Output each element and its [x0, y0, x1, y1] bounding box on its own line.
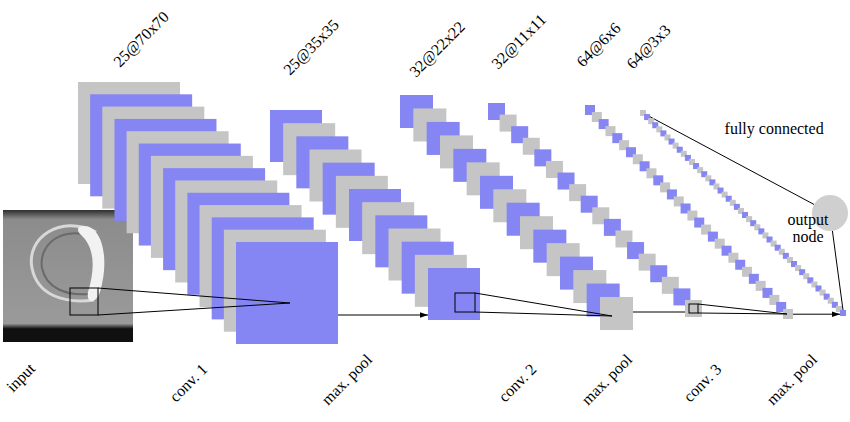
- layer-label: max. pool: [764, 351, 821, 408]
- feature-map: 25@35x35: [428, 268, 480, 320]
- layer-size-label: 64@3x3: [624, 22, 674, 72]
- layer-label: input: [4, 360, 39, 395]
- layer-label: conv. 3: [681, 361, 725, 405]
- feature-map-stack: [400, 95, 633, 330]
- input-image: [3, 210, 133, 342]
- connector: [338, 315, 428, 316]
- feature-map-stack: [270, 110, 480, 320]
- cell-shadow: [42, 233, 93, 294]
- connector: [643, 113, 843, 313]
- feature-map-layer: [600, 297, 633, 330]
- fully-connected-line: [832, 231, 843, 310]
- projection-line: [698, 304, 787, 314]
- image-ground: [3, 210, 133, 342]
- layer-label: conv. 2: [496, 361, 540, 405]
- layer-label: conv. 1: [167, 361, 211, 405]
- projection-line: [98, 303, 290, 315]
- feature-map-layer: [428, 268, 480, 320]
- feature-map-stack: [78, 82, 338, 344]
- feature-map-stacks: [78, 82, 846, 344]
- layer-size-label: 25@70x70: [111, 9, 172, 70]
- feature-map-layer: [685, 300, 702, 317]
- layer-size-label: 32@11x11: [489, 12, 549, 72]
- cell-body: [78, 226, 104, 301]
- layer-label: max. pool: [319, 351, 376, 408]
- receptive-fields: [70, 231, 843, 316]
- feature-map-stack: [585, 105, 793, 319]
- layer-label: max. pool: [579, 351, 636, 408]
- receptive-field: [689, 304, 698, 313]
- feature-map: 64@6x6: [783, 309, 793, 319]
- layer-size-label: 25@35x35: [281, 17, 342, 78]
- feature-map-stack: [488, 103, 702, 317]
- feature-map-layer: [840, 310, 846, 316]
- node-label: output node: [781, 212, 835, 246]
- connector: [793, 314, 840, 315]
- projection-line: [698, 313, 787, 314]
- feature-map-layer: [236, 242, 338, 344]
- feature-map: 64@3x3: [840, 310, 846, 316]
- feature-map-stack: [640, 110, 846, 316]
- feature-map: 32@22x22: [600, 297, 633, 330]
- projection-line: [475, 293, 612, 316]
- layer-size-label: 32@22x22: [407, 19, 468, 80]
- feature-map: 32@11x11: [685, 300, 702, 317]
- connector: [633, 312, 685, 313]
- layer-size-label: 64@6x6: [574, 20, 624, 70]
- receptive-field: [70, 288, 98, 315]
- output-circle: output node: [812, 195, 848, 231]
- projection-line: [475, 312, 612, 316]
- feature-map: 25@70x70: [236, 242, 338, 344]
- projection-line: [98, 288, 290, 303]
- receptive-field: [455, 293, 475, 312]
- edge-label: fully connected: [723, 121, 826, 137]
